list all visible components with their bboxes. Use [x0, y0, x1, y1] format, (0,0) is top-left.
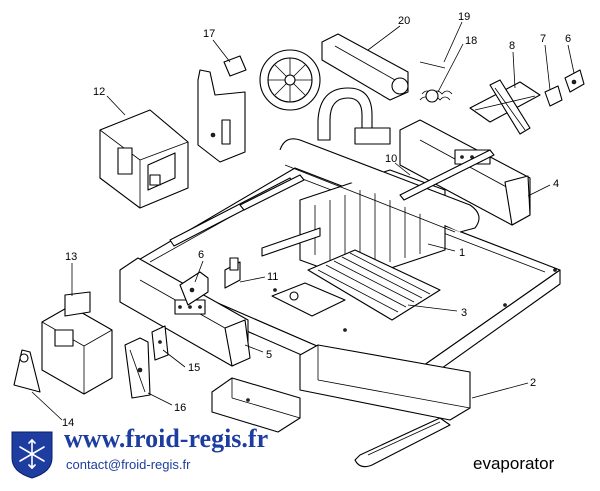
cross-tubes — [169, 149, 495, 247]
bracket-14 — [13, 349, 41, 393]
arm-20 — [321, 33, 409, 101]
callout-18: 18 — [465, 35, 477, 47]
wheel — [259, 49, 321, 111]
spring-18 — [419, 89, 453, 103]
callout-7: 7 — [540, 33, 546, 45]
callout-4: 4 — [553, 178, 559, 190]
hinge-lower — [179, 271, 209, 306]
callout-6-lower: 6 — [198, 249, 204, 261]
leader-lines — [31, 21, 575, 421]
cross-rack-8 — [469, 79, 541, 135]
center-bracket — [224, 257, 346, 317]
motor-bracket-17 — [197, 55, 247, 163]
callout-12: 12 — [93, 86, 105, 98]
hinge-upper — [564, 69, 585, 93]
callout-10: 10 — [385, 153, 397, 165]
small-tray — [211, 377, 301, 433]
callout-19: 19 — [458, 11, 470, 23]
bracket-16 — [124, 337, 151, 399]
callout-6-upper: 6 — [565, 33, 571, 45]
spring-7 — [544, 85, 563, 107]
callout-14: 14 — [62, 417, 74, 429]
drain-pan — [299, 344, 471, 468]
snowflake-shield-icon — [11, 431, 53, 479]
pin-19 — [419, 61, 446, 69]
callout-13: 13 — [65, 251, 77, 263]
callout-11: 11 — [267, 271, 278, 283]
site-url-link[interactable]: www.froid-regis.fr — [64, 424, 269, 453]
left-rail — [119, 257, 251, 367]
solenoid-12 — [99, 109, 189, 209]
callout-8: 8 — [509, 40, 515, 52]
callout-5: 5 — [266, 349, 272, 361]
right-rail — [399, 119, 531, 226]
callout-17: 17 — [203, 28, 215, 40]
callout-16: 16 — [174, 402, 186, 414]
callout-15: 15 — [188, 362, 200, 374]
water-tray — [261, 227, 441, 321]
callout-2: 2 — [530, 377, 536, 389]
diagram-caption: evaporator — [473, 454, 555, 473]
callout-labels: 1 2 3 4 5 6 6 7 8 10 11 12 13 14 15 16 1… — [62, 11, 571, 429]
callout-1: 1 — [459, 247, 465, 259]
callout-3: 3 — [461, 307, 467, 319]
contact-email-link[interactable]: contact@froid-regis.fr — [66, 457, 191, 472]
solenoid-13 — [41, 291, 113, 395]
callout-20: 20 — [398, 15, 410, 27]
bracket-15 — [151, 325, 169, 361]
